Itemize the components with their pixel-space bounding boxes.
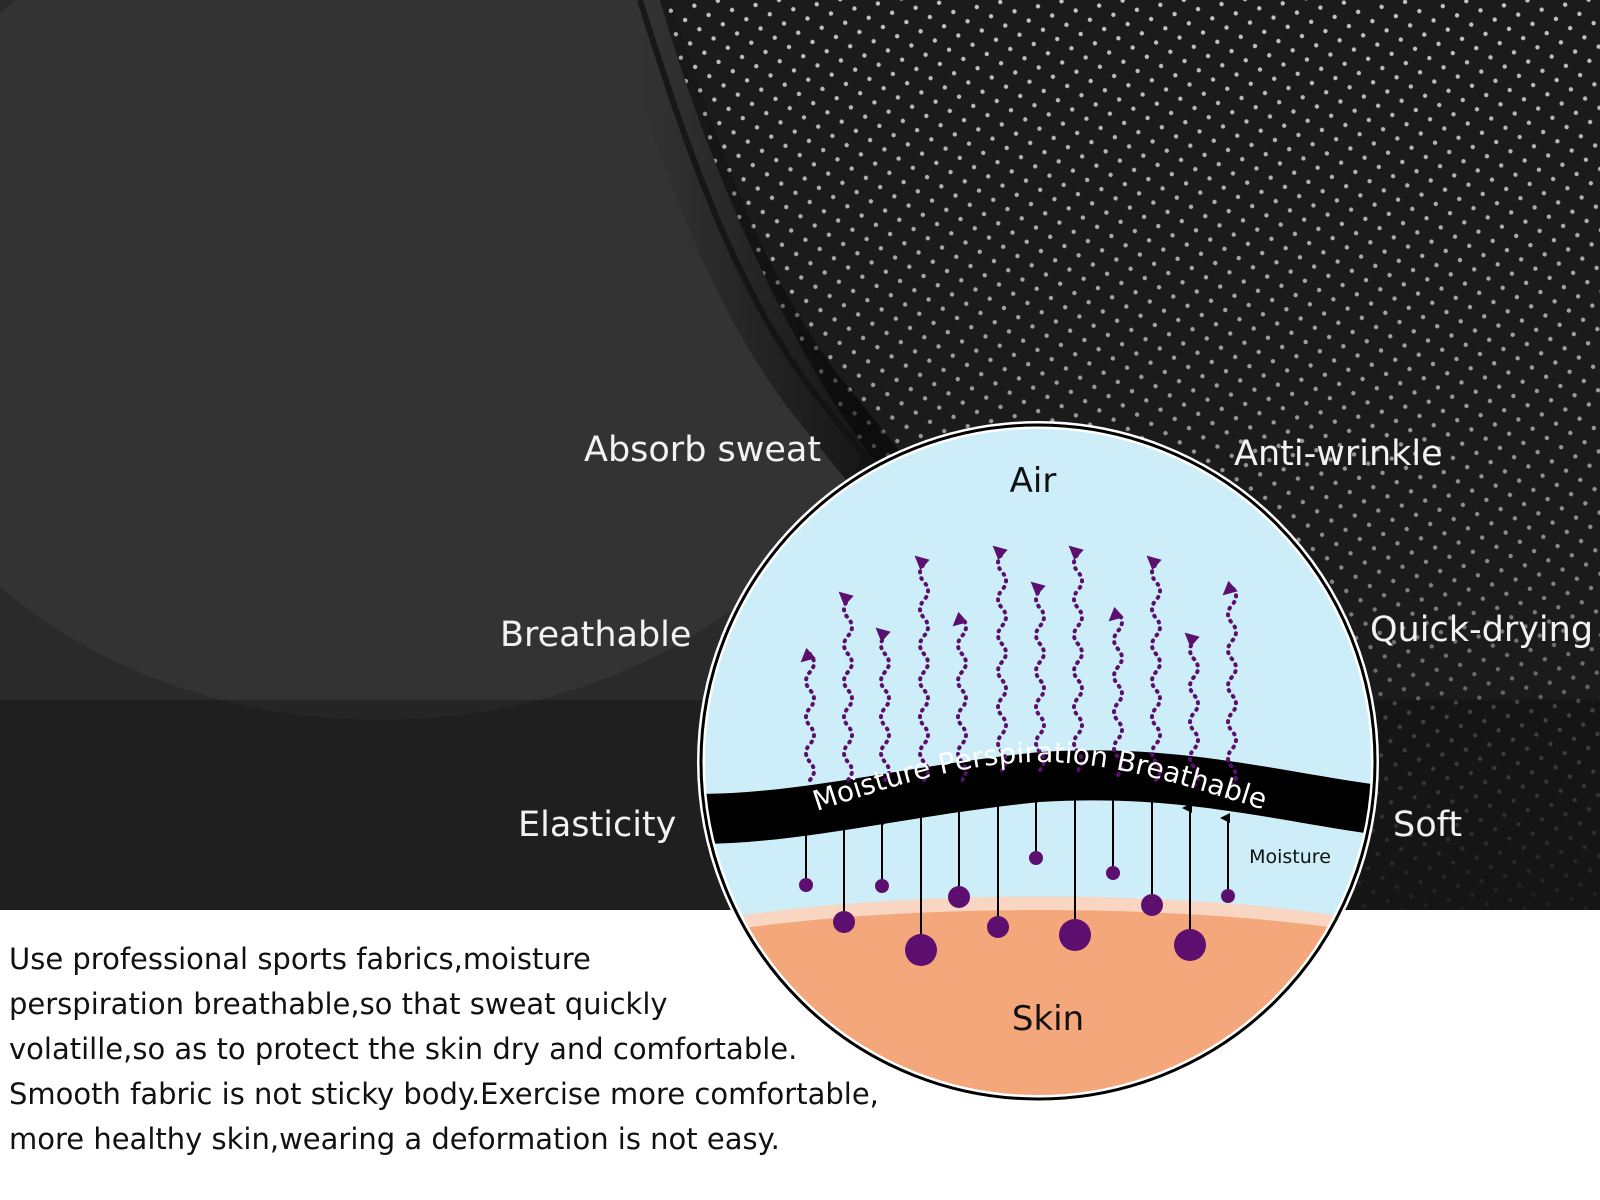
feature-absorb-sweat: Absorb sweat [584,430,822,470]
moisture-droplet [905,934,937,966]
moisture-droplet [1174,929,1206,961]
air-label: Air [1010,461,1057,501]
description-line: Smooth fabric is not sticky body.Exercis… [9,1077,879,1111]
skin-zone [701,910,1375,1099]
vapor-line [1146,555,1162,782]
skin-label: Skin [1012,999,1084,1039]
vapor-line [1108,606,1124,777]
moisture-arrows [798,765,1235,966]
feature-anti-wrinkle: Anti-wrinkle [1234,434,1443,474]
vapor-line [1222,580,1238,787]
moisture-droplet [1029,851,1043,865]
feature-breathable: Breathable [500,615,692,655]
vapor-lines [800,545,1238,787]
vapor-line [952,611,968,782]
moisture-droplet [987,916,1009,938]
vapor-line [914,555,930,782]
moisture-droplet [948,886,970,908]
diagram-border [699,423,1377,1101]
vapor-line [1030,581,1046,772]
moisture-droplet [875,879,889,893]
feature-quick-drying: Quick-drying [1370,610,1594,650]
description-line: perspiration breathable,so that sweat qu… [9,987,668,1021]
moisture-droplet [799,878,813,892]
moisture-label: Moisture [1249,846,1331,868]
moisture-droplet [833,911,855,933]
feature-elasticity: Elasticity [518,805,677,845]
vapor-line [875,627,891,782]
vapor-line [1068,545,1084,772]
moisture-droplet [1059,919,1091,951]
description-line: volatille,so as to protect the skin dry … [9,1032,798,1066]
vapor-line [838,591,854,782]
feature-soft: Soft [1393,805,1463,845]
moisture-droplet [1106,866,1120,880]
vapor-line [992,545,1008,772]
description-line: more healthy skin,wearing a deformation … [9,1122,780,1156]
vapor-line [1184,632,1200,787]
description-line: Use professional sports fabrics,moisture [9,942,591,976]
vapor-line [800,647,816,782]
description: Use professional sports fabrics,moisture… [9,937,909,1162]
moisture-droplet [1141,894,1163,916]
moisture-droplet [1221,889,1235,903]
